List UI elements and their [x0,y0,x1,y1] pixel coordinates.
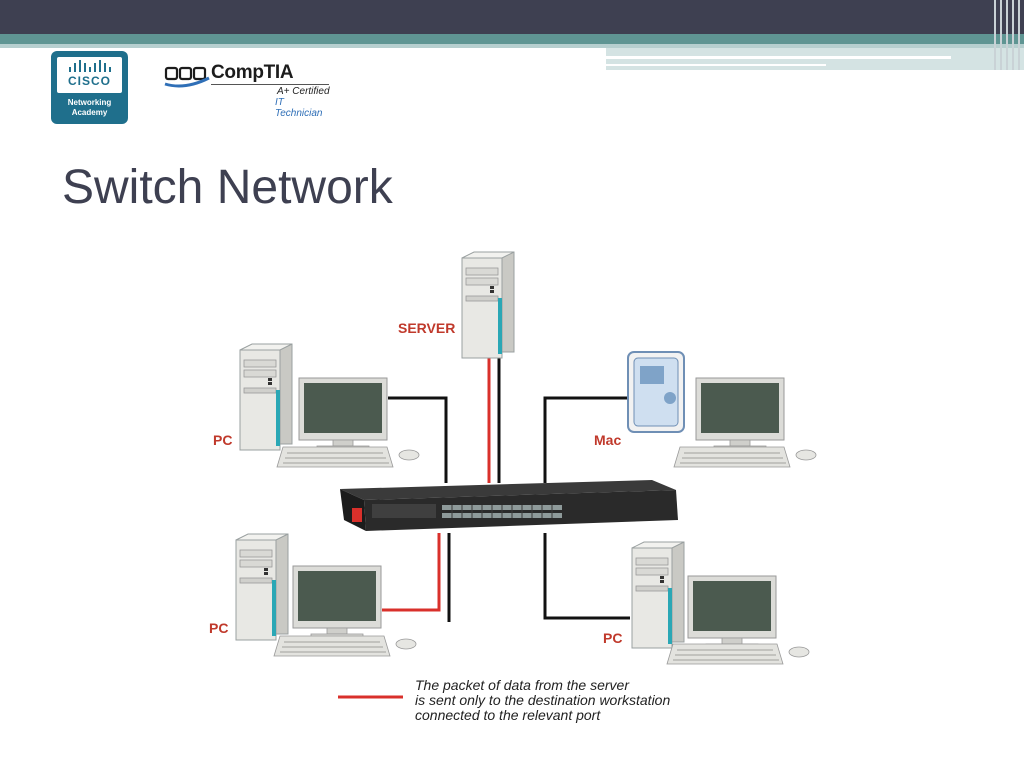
server-tower [461,251,515,359]
label-server: SERVER [398,320,455,336]
label-mac: Mac [594,432,621,448]
header-stripes [990,0,1024,70]
comptia-tech-line: IT Technician [275,97,323,119]
header-accent-line [606,56,951,59]
cable-pc-top-left [388,396,448,483]
legend-text-line3: connected to the relevant port [415,707,601,723]
header-accent-band [0,34,1024,44]
label-pc-bottom-right: PC [603,630,622,646]
pc-top-left [239,343,420,468]
cable-pc-bottom-right [543,533,630,620]
comptia-cert-line: A+ Certified [277,86,330,97]
data-path [382,350,491,612]
header-bar [0,0,1024,34]
cisco-wordmark: CISCO [67,74,111,88]
label-pc-top-left: PC [213,432,232,448]
legend-text-line2: is sent only to the destination workstat… [415,692,670,708]
header-accent-line [606,64,826,66]
pc-bottom-right [631,541,810,665]
header-accent-thin [0,44,1024,48]
legend-text-line1: The packet of data from the server [415,677,630,693]
cisco-bars-icon [67,60,112,72]
comptia-rule [211,84,329,85]
network-switch [340,480,678,531]
data-path-pc-bottom-left [382,533,441,612]
mac-tower [627,351,685,433]
pc-bottom-left [235,533,417,657]
mac-computer [627,351,817,468]
label-pc-bottom-left: PC [209,620,228,636]
cisco-networking-academy-logo: CISCO Networking Academy [51,51,128,124]
slide-title: Switch Network [62,161,393,214]
comptia-wordmark: CompTIA [211,62,294,83]
cisco-subtitle: Networking Academy [67,98,112,117]
comptia-links-icon [164,66,210,88]
comptia-logo: CompTIA A+ Certified IT Technician [163,60,333,119]
